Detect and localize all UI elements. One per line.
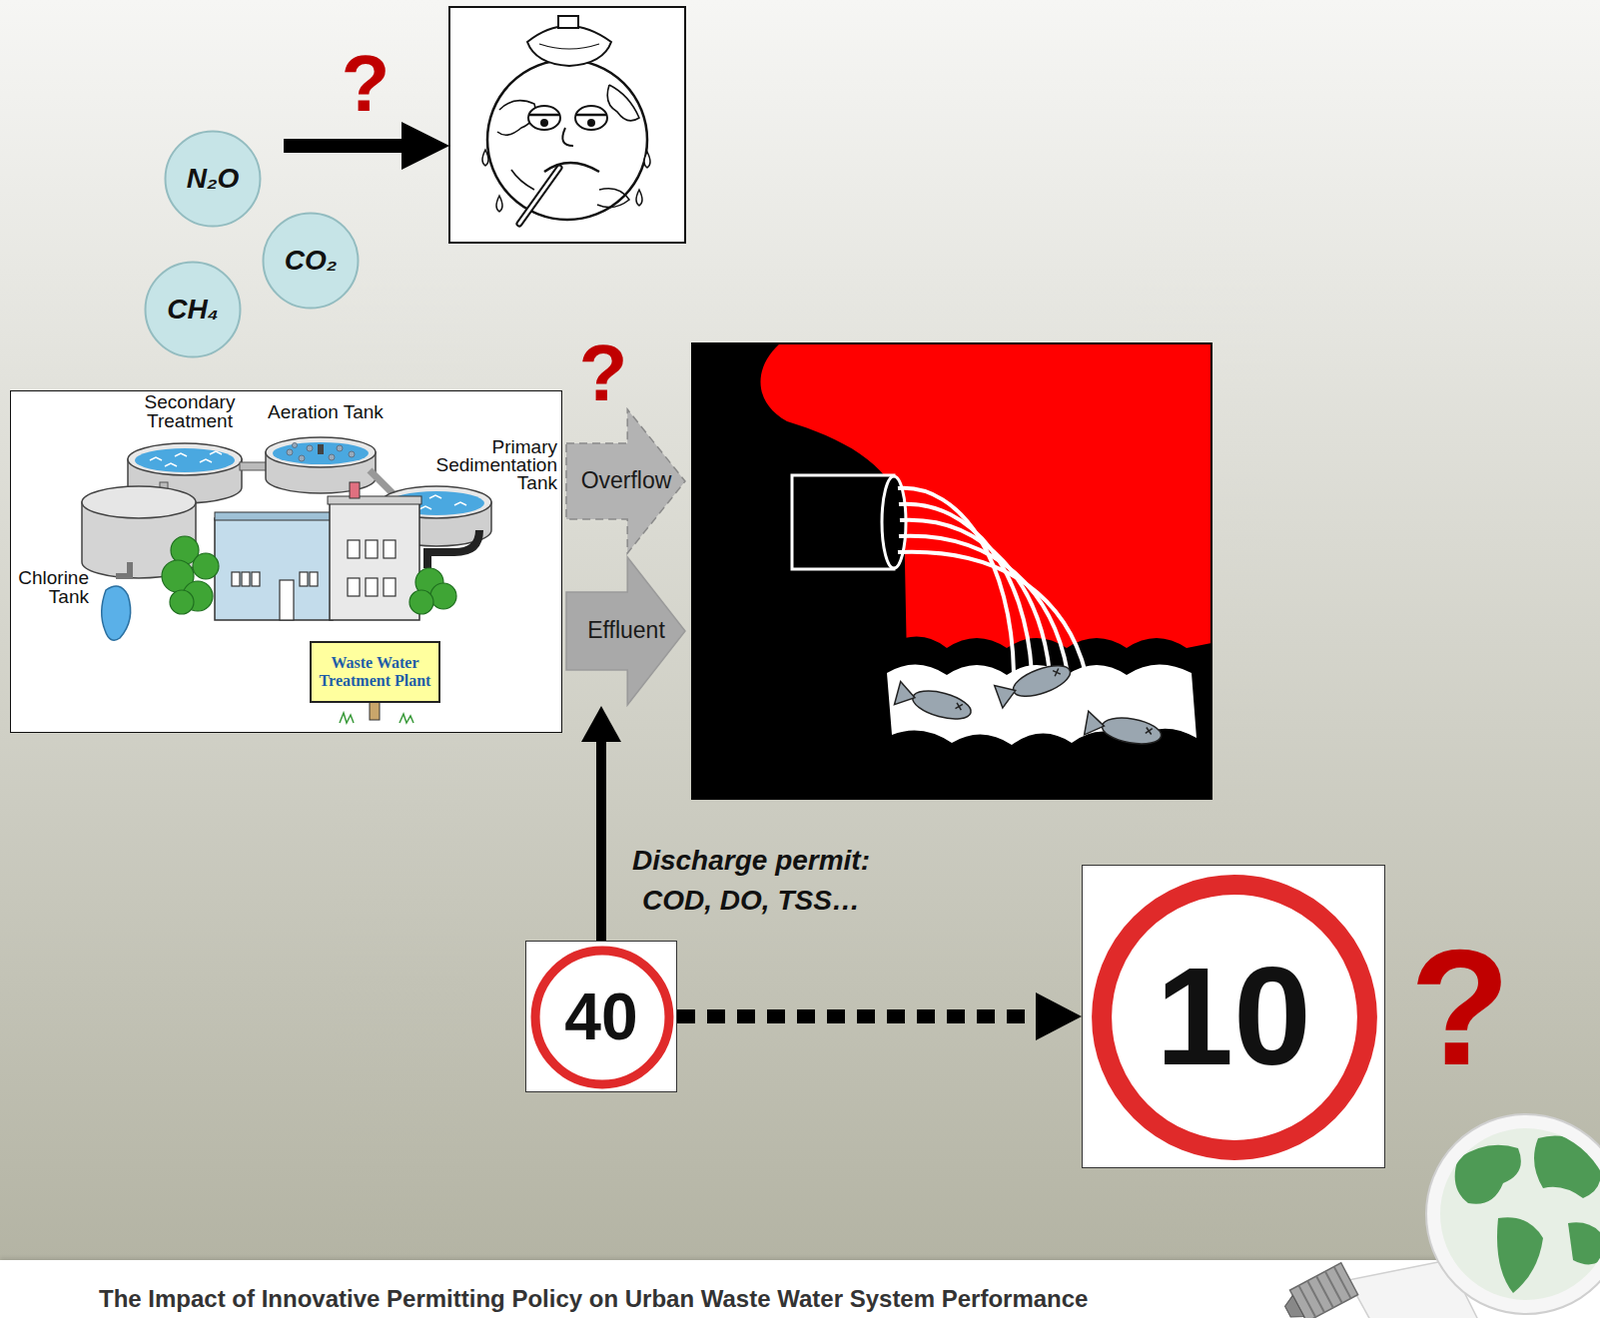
- gas-circle: CH₄: [143, 260, 242, 359]
- node-text: Primary Sedimentation Tank: [419, 438, 558, 493]
- polygon-shape: [566, 409, 686, 554]
- connector-line: [677, 1009, 1038, 1024]
- gas-circle: CO₂: [261, 211, 360, 310]
- connector: [581, 706, 622, 941]
- gas-circle: N₂O: [163, 129, 262, 228]
- node-text: 40: [564, 980, 638, 1054]
- limit-sign: 10: [1081, 864, 1386, 1169]
- arrowhead: [1035, 992, 1082, 1041]
- arrowhead: [581, 706, 622, 743]
- title: The Impact of Innovative Permitting Poli…: [98, 1285, 1088, 1314]
- treatment-plant-picture: [9, 390, 563, 734]
- question-mark: ?: [1378, 925, 1544, 1091]
- node-text: Effluent: [587, 618, 666, 644]
- gas-arrow: [283, 121, 450, 170]
- sick-earth-picture: [449, 6, 686, 243]
- connector: [677, 992, 1082, 1041]
- circle-shape: [535, 950, 670, 1085]
- node-text: CO₂: [284, 245, 338, 277]
- node-text: N₂O: [186, 163, 240, 195]
- node-text: Secondary Treatment: [124, 392, 255, 431]
- effluent-arrow: Effluent: [566, 556, 687, 707]
- node-text: Waste Water Treatment Plant: [314, 654, 436, 690]
- limit-sign: 40: [525, 940, 678, 1093]
- node-text: 10: [1155, 939, 1312, 1094]
- treatment-plant-box: Secondary Treatment Aeration TankPrimary …: [9, 390, 563, 734]
- question-mark: ?: [325, 43, 406, 124]
- circle-shape: [1101, 884, 1368, 1151]
- question-mark: ?: [563, 333, 644, 414]
- polluted-outfall-picture: [692, 343, 1212, 800]
- circle-shape: [145, 262, 241, 358]
- edge-label: Discharge permit: COD, DO, TSS…: [615, 840, 887, 921]
- node-text: Chlorine Tank: [10, 568, 89, 607]
- polygon-shape: [566, 557, 686, 706]
- node-text: Aeration Tank: [267, 402, 418, 423]
- connector-line: [596, 740, 607, 941]
- circle-shape: [263, 213, 359, 309]
- node-text: CH₄: [166, 294, 219, 326]
- node-text: Overflow: [581, 468, 673, 494]
- circle-shape: [165, 131, 261, 227]
- overflow-arrow: Overflow: [566, 408, 687, 555]
- plant-sign: Waste Water Treatment Plant: [309, 641, 441, 704]
